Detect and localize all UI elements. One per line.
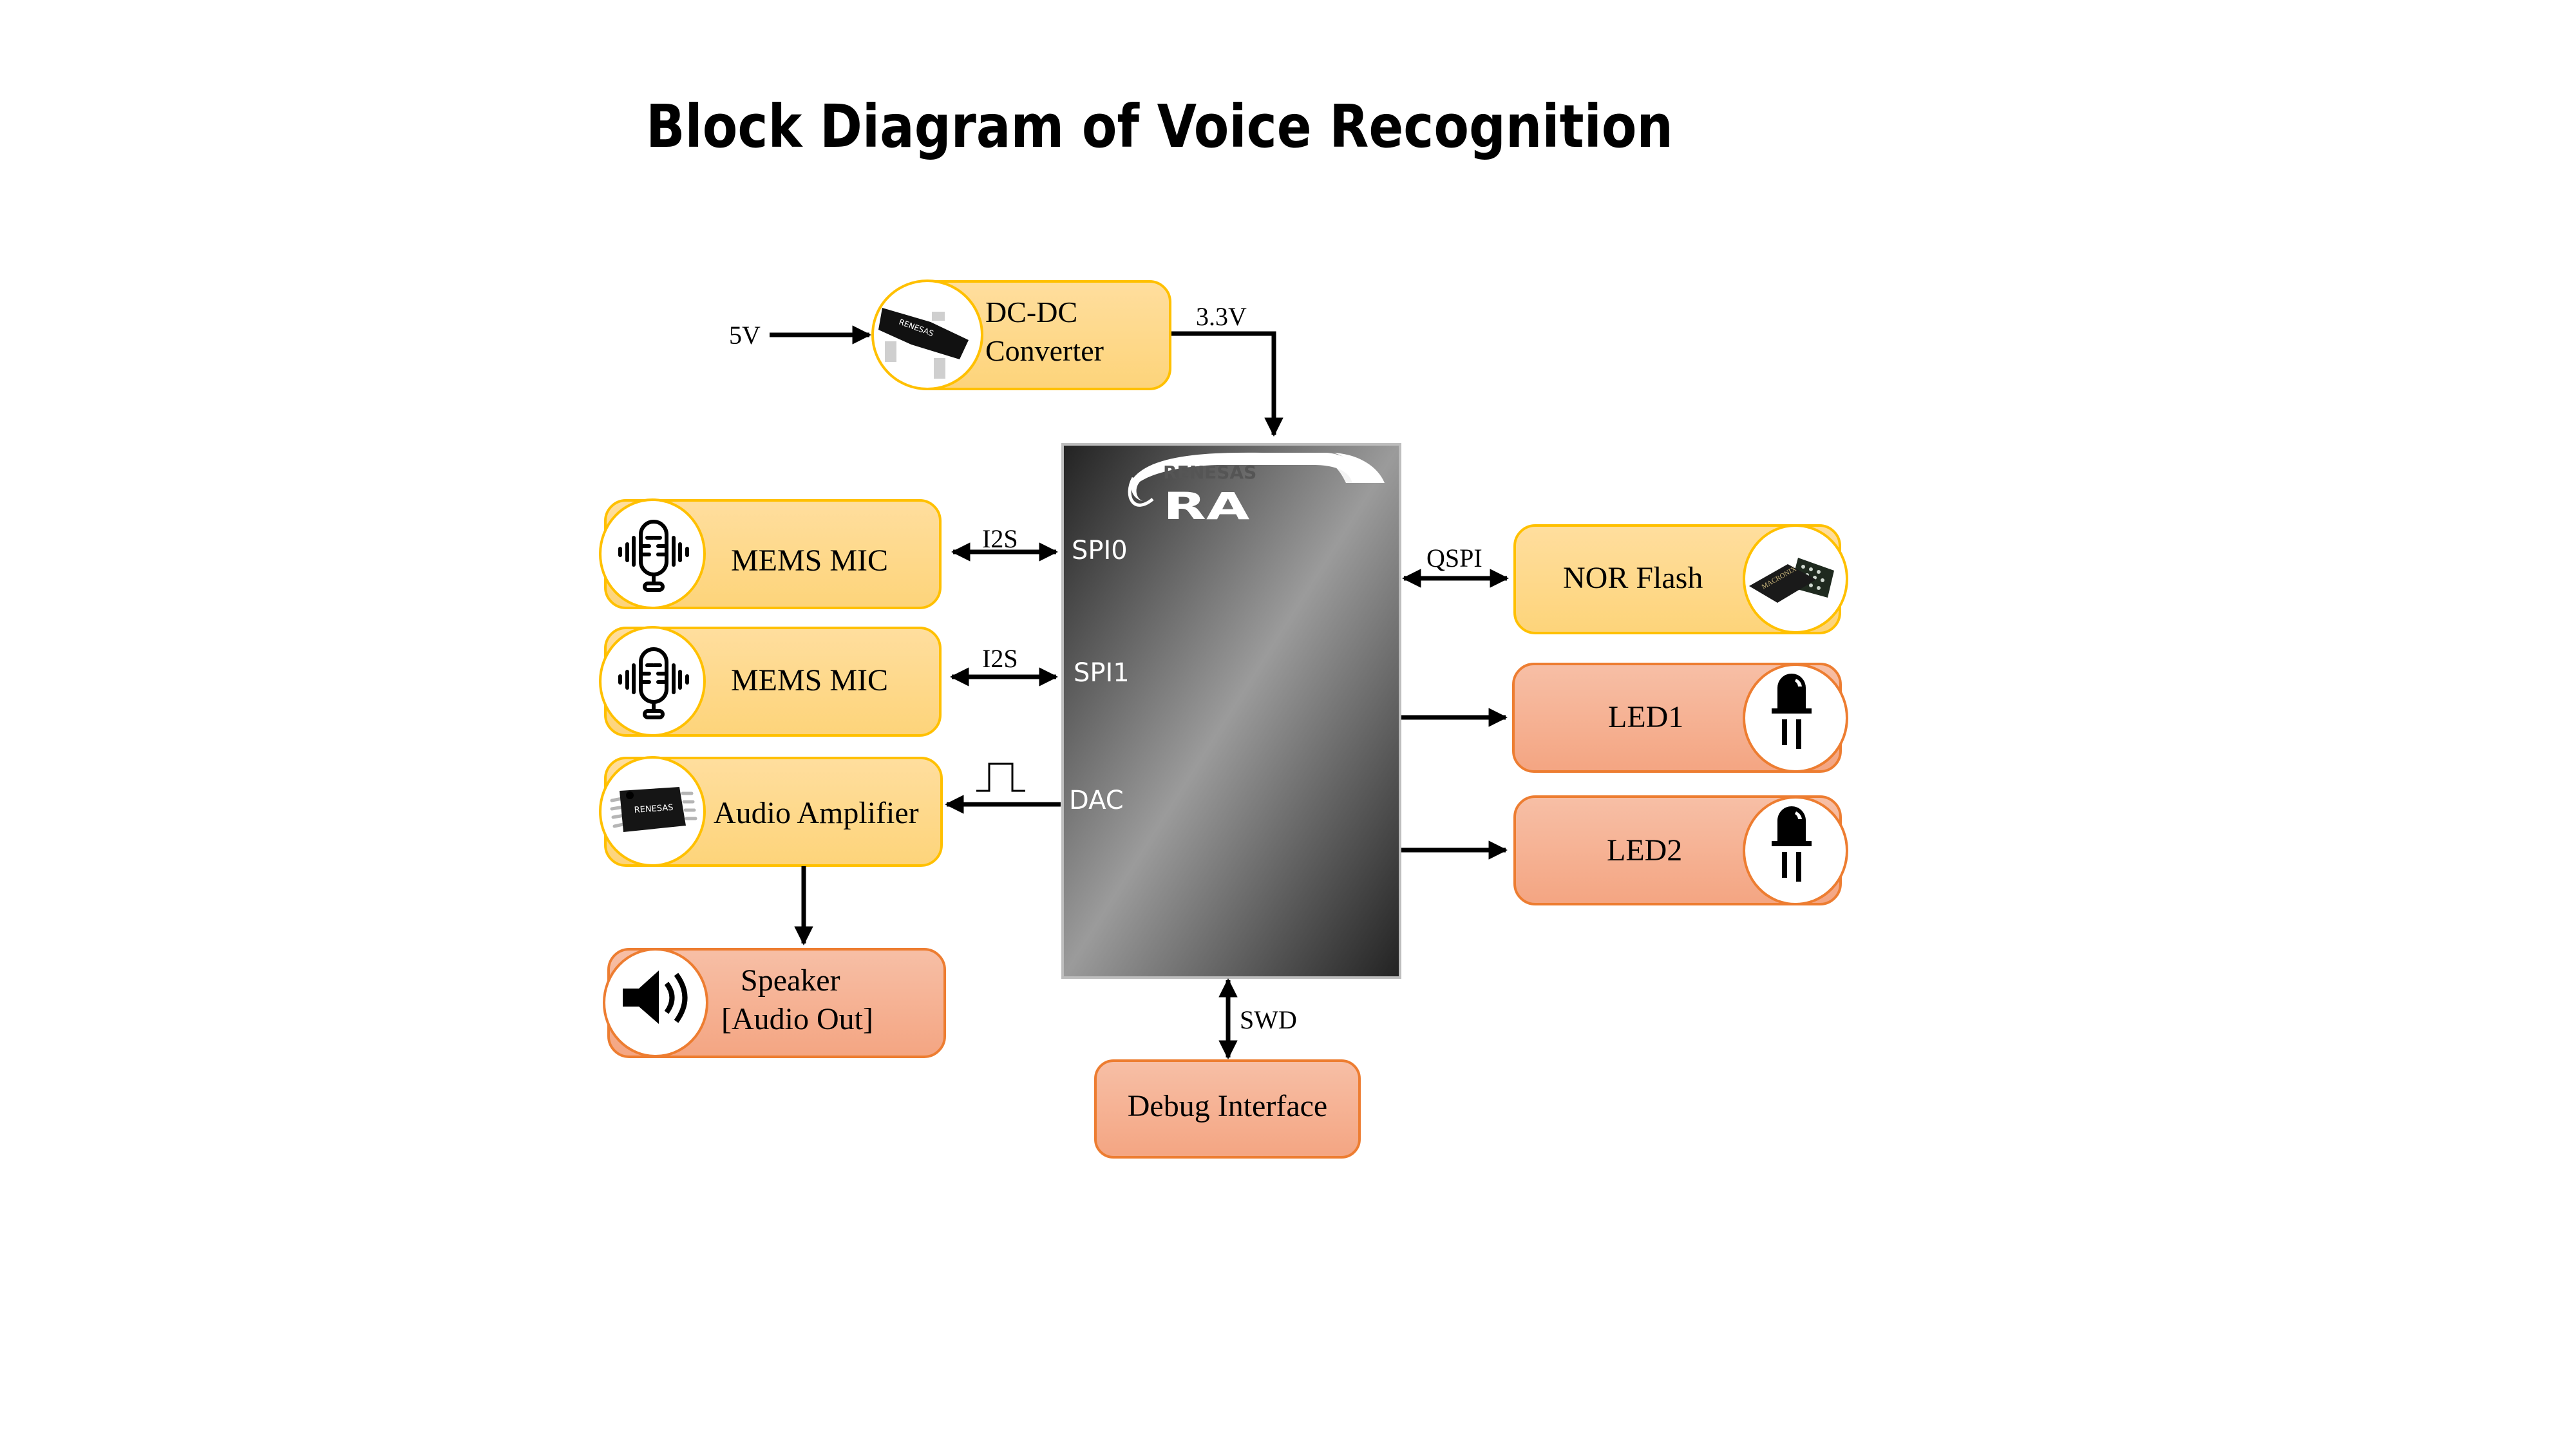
input-voltage-label: 5V [729, 321, 761, 350]
speaker-icon [623, 971, 688, 1024]
qspi-bus-label: QSPI [1426, 544, 1482, 573]
debug-interface-label: Debug Interface [1128, 1089, 1327, 1123]
port-spi1-label: SPI1 [1074, 658, 1130, 688]
swd-bus-label: SWD [1240, 1005, 1297, 1034]
audio-amplifier-label: Audio Amplifier [714, 796, 919, 830]
svg-text:RENESAS: RENESAS [634, 803, 674, 815]
sot23-chip-icon: RENESAS [878, 308, 969, 379]
port-dac-label: DAC [1069, 786, 1124, 815]
i2s-bus-label-2: I2S [982, 644, 1018, 673]
converter-label-line1: DC-DC [985, 296, 1077, 328]
renesas-brand-text: RENESAS [1163, 462, 1256, 483]
led1-block[interactable]: LED1 [1512, 663, 1848, 773]
speaker-label-line2: [Audio Out] [721, 1002, 873, 1036]
dc-dc-converter-block[interactable]: RENESAS DC-DC Converter [871, 279, 1171, 390]
mems-mic-2-block[interactable]: MEMS MIC [599, 626, 942, 737]
led-icon [1772, 806, 1812, 882]
nor-flash-label: NOR Flash [1563, 561, 1703, 595]
i2s-bus-label-1: I2S [982, 524, 1018, 553]
port-spi0-label: SPI0 [1072, 536, 1128, 565]
speaker-block[interactable]: Speaker [Audio Out] [603, 948, 946, 1058]
ra-family-text: RA [1163, 485, 1249, 528]
converter-label-line2: Converter [985, 334, 1104, 367]
led2-label: LED2 [1607, 833, 1682, 867]
page-title: Block Diagram of Voice Recognition [646, 92, 1673, 161]
microphone-icon [618, 520, 689, 592]
speaker-label-line1: Speaker [741, 963, 840, 998]
output-voltage-label: 3.3V [1196, 302, 1247, 331]
led1-label: LED1 [1608, 700, 1683, 734]
mems-mic-2-label: MEMS MIC [731, 663, 888, 697]
microphone-icon [618, 647, 689, 719]
mems-mic-1-block[interactable]: MEMS MIC [599, 498, 942, 609]
led2-block[interactable]: LED2 [1513, 795, 1848, 905]
soic8-chip-icon: RENESAS [610, 787, 697, 832]
pulse-waveform-icon [976, 762, 1025, 792]
bga-flash-chip-icon: MACRONIX [1749, 558, 1834, 603]
audio-amplifier-block[interactable]: RENESAS Audio Amplifier [599, 756, 943, 867]
mems-mic-1-label: MEMS MIC [731, 544, 888, 578]
led-icon [1772, 674, 1812, 749]
regulated-power-arrow [1171, 331, 1283, 437]
mcu-block: RENESAS RA SPI0 SPI1 DAC [1061, 443, 1401, 979]
renesas-ra-logo: RENESAS RA [1128, 452, 1385, 528]
debug-interface-block[interactable]: Debug Interface [1094, 1059, 1361, 1159]
nor-flash-block[interactable]: MACRONIX NOR Flash [1513, 524, 1848, 634]
